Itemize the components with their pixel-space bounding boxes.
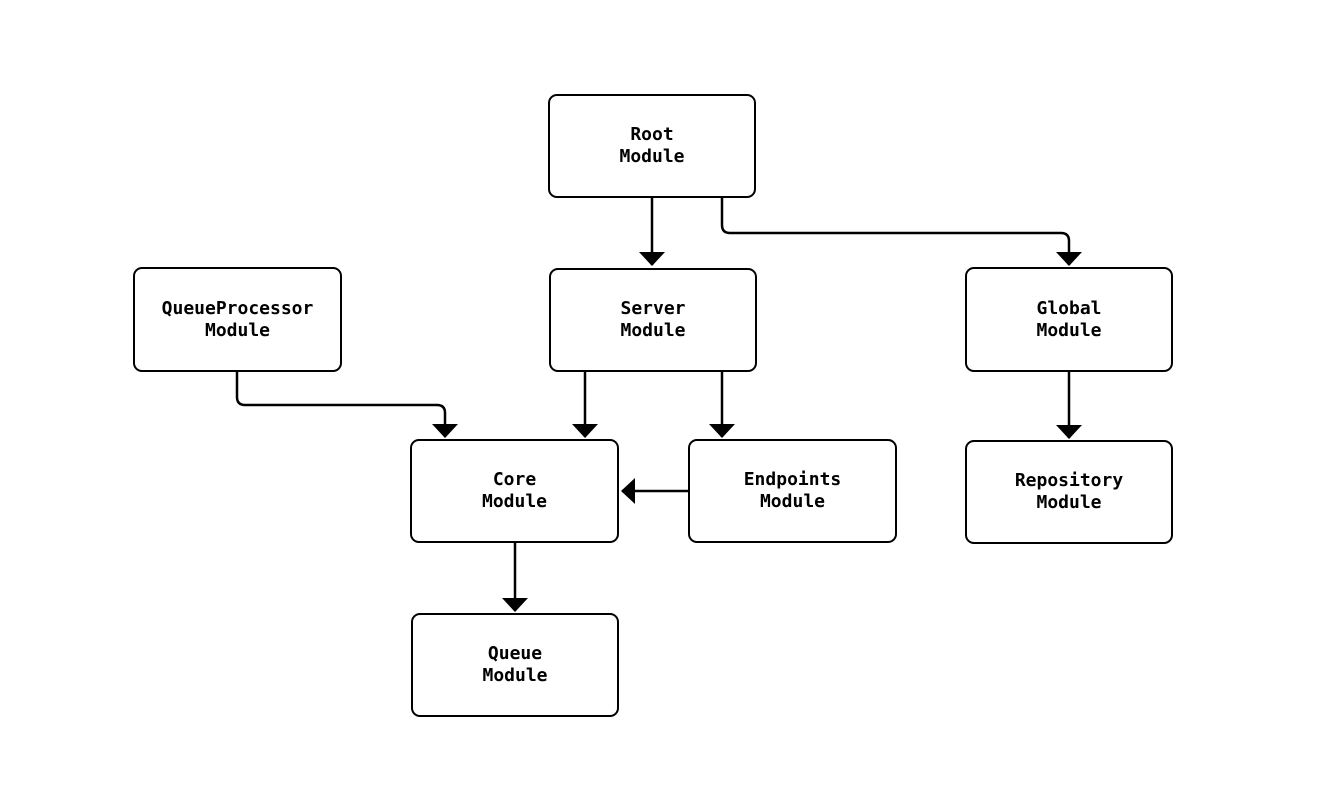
node-endpoints-module-label: Endpoints Module [743,469,842,512]
node-queue-module: Queue Module [411,613,619,717]
node-global-module: Global Module [965,267,1173,372]
node-global-module-label: Global Module [1036,297,1102,341]
node-repository-module: Repository Module [965,440,1173,544]
node-core-module-label: Core Module [481,469,548,512]
node-root-module-label: Root Module [619,124,685,167]
node-root-module: Root Module [548,94,756,198]
edge-queueprocessor-to-core [235,372,458,438]
node-core-module: Core Module [410,439,619,543]
node-queueprocessor-module-label: QueueProcessor Module [161,297,314,341]
node-server-module-label: Server Module [620,298,686,341]
node-endpoints-module: Endpoints Module [688,439,897,543]
node-queueprocessor-module: QueueProcessor Module [133,267,342,372]
node-repository-module-label: Repository Module [1014,470,1124,513]
node-server-module: Server Module [549,268,757,372]
node-queue-module-label: Queue Module [482,643,548,686]
edge-root-to-global [720,198,1082,266]
